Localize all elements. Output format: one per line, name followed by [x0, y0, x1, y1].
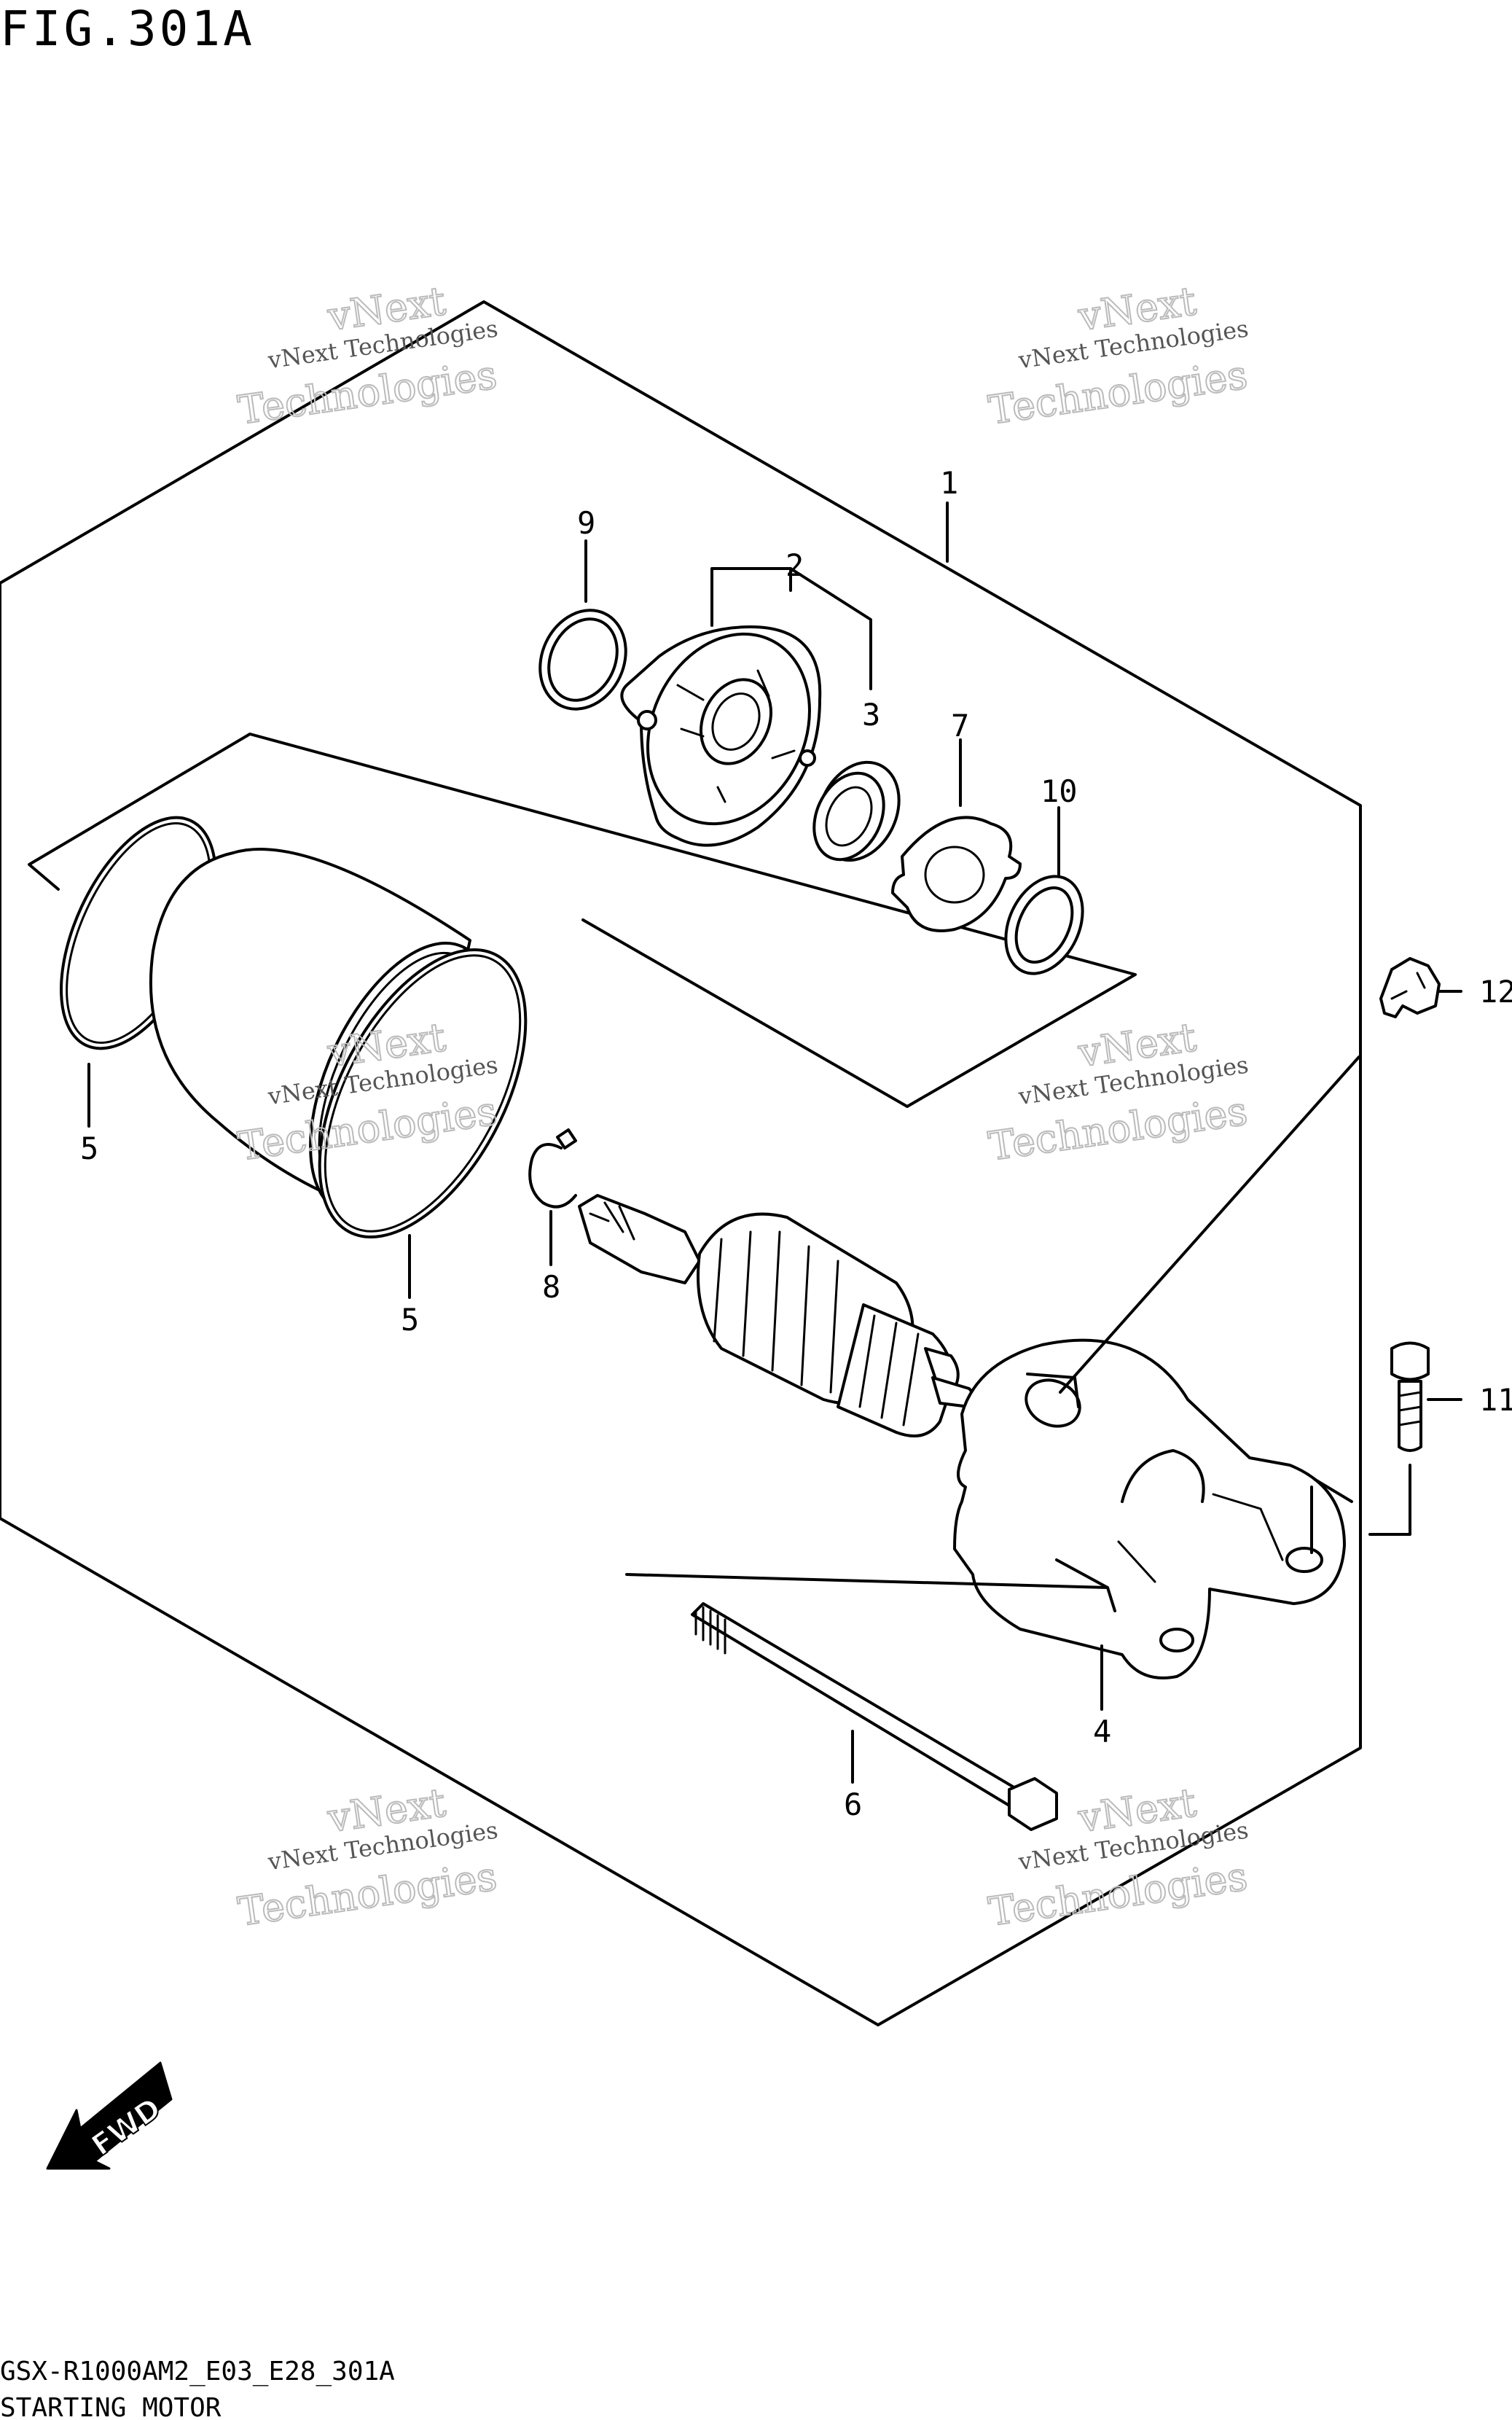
watermark-top-right: vNext vNext Technologies Technologies [985, 277, 1251, 434]
fwd-arrow: FWD [46, 2061, 173, 2170]
bolt-12[interactable] [1379, 957, 1441, 1018]
callout-7: 7 [951, 708, 969, 743]
callout-1: 1 [940, 465, 958, 501]
washer-10[interactable] [991, 864, 1097, 985]
front-housing-2[interactable] [618, 607, 839, 850]
footer-name: STARTING MOTOR [0, 2393, 222, 2420]
oil-seal-3[interactable] [801, 749, 914, 874]
circlip-8[interactable] [528, 1128, 577, 1209]
callout-5-left: 5 [80, 1131, 98, 1166]
bolt-11[interactable] [1390, 1341, 1430, 1452]
watermark-top-left: vNext vNext Technologies Technologies [235, 277, 501, 434]
callout-labels: 1 2 3 4 5 5 6 7 8 9 10 11 12 [80, 465, 1512, 1822]
callout-9: 9 [577, 505, 595, 541]
callout-11: 11 [1479, 1382, 1512, 1418]
o-ring-5-right[interactable] [277, 917, 568, 1270]
rear-housing-4[interactable] [953, 1338, 1346, 1679]
callout-3: 3 [862, 697, 880, 733]
callout-12: 12 [1479, 974, 1512, 1010]
assembly-outline [0, 300, 1362, 2026]
footer-code: GSX-R1000AM2_E03_E28_301A [0, 2357, 395, 2386]
callout-10: 10 [1041, 773, 1078, 809]
callout-6: 6 [844, 1787, 862, 1822]
armature[interactable] [578, 1194, 974, 1437]
callout-2: 2 [786, 547, 804, 583]
subgroup-outline [28, 733, 1137, 1108]
callout-4: 4 [1093, 1714, 1111, 1749]
lock-washer-7[interactable] [891, 816, 1022, 932]
callout-8: 8 [542, 1269, 560, 1305]
through-bolt-6[interactable] [691, 1602, 1058, 1831]
watermark-bottom-left: vNext vNext Technologies Technologies [235, 1779, 501, 1935]
callout-5-right: 5 [401, 1302, 419, 1338]
o-ring-9[interactable] [525, 596, 642, 723]
watermark-mid-right: vNext vNext Technologies Technologies [985, 1013, 1251, 1170]
figure-title: FIG.301A [0, 1, 255, 57]
leader-lines [87, 501, 1462, 1784]
